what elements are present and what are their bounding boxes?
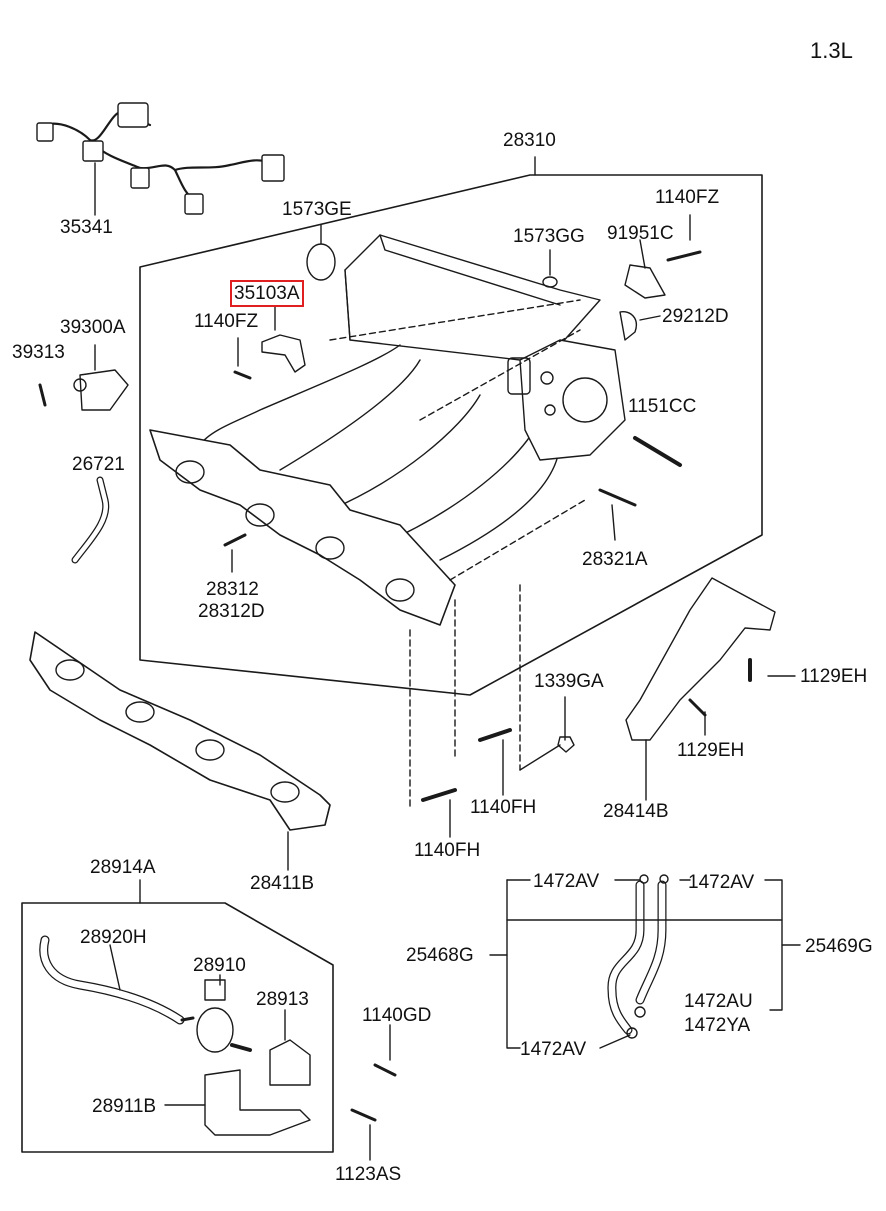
label-1339ga[interactable]: 1339GA (534, 671, 604, 692)
label-26721[interactable]: 26721 (72, 454, 125, 475)
label-28914a[interactable]: 28914A (90, 857, 156, 878)
label-1129eh-lower[interactable]: 1129EH (677, 740, 745, 761)
pcsv-box (21, 902, 334, 1153)
label-39300a[interactable]: 39300A (60, 317, 126, 338)
label-25469g[interactable]: 25469G (805, 936, 873, 957)
label-1140gd[interactable]: 1140GD (362, 1005, 432, 1026)
gasket (29, 631, 331, 871)
label-28321a[interactable]: 28321A (582, 549, 648, 570)
label-1472av-right[interactable]: 1472AV (688, 872, 755, 893)
label-1472au[interactable]: 1472AU (684, 991, 753, 1012)
label-91951c[interactable]: 91951C (607, 223, 674, 244)
label-28910[interactable]: 28910 (193, 955, 246, 976)
sensor-bracket (233, 306, 306, 380)
label-39313[interactable]: 39313 (12, 342, 65, 363)
label-1140fh-upper[interactable]: 1140FH (470, 797, 537, 818)
label-28414b[interactable]: 28414B (603, 801, 669, 822)
vacuum-hoses (489, 874, 801, 1049)
label-1472av-bottom[interactable]: 1472AV (520, 1039, 587, 1060)
label-35341[interactable]: 35341 (60, 217, 113, 238)
label-29212d[interactable]: 29212D (662, 306, 729, 327)
label-28312d[interactable]: 28312D (198, 601, 265, 622)
cap-1573ge (306, 243, 336, 281)
label-25468g[interactable]: 25468G (406, 945, 474, 966)
assembly-frame (139, 174, 763, 696)
intake-manifold (149, 234, 626, 626)
label-28911b[interactable]: 28911B (92, 1096, 157, 1117)
page-title: 1.3L (810, 38, 853, 63)
label-1472ya[interactable]: 1472YA (684, 1015, 751, 1036)
map-sensor (38, 344, 129, 411)
manifold-stay (625, 577, 796, 801)
label-1573gg[interactable]: 1573GG (513, 226, 585, 247)
label-1140fz-right[interactable]: 1140FZ (655, 187, 720, 208)
label-1140fh-lower[interactable]: 1140FH (414, 840, 481, 861)
label-1151cc[interactable]: 1151CC (628, 396, 697, 417)
label-28411b[interactable]: 28411B (250, 873, 315, 894)
wiring-harness (36, 102, 285, 216)
label-28913[interactable]: 28913 (256, 989, 309, 1010)
label-28312[interactable]: 28312 (206, 579, 259, 600)
label-1129eh-upper[interactable]: 1129EH (800, 666, 868, 687)
purge-valve (180, 974, 252, 1053)
label-28310[interactable]: 28310 (503, 130, 556, 151)
label-1123as[interactable]: 1123AS (335, 1164, 402, 1185)
label-1573ge[interactable]: 1573GE (282, 199, 352, 220)
label-1472av-left[interactable]: 1472AV (533, 871, 600, 892)
label-28920h[interactable]: 28920H (80, 927, 147, 948)
label-1140fz-left[interactable]: 1140FZ (194, 311, 259, 332)
label-35103a[interactable]: 35103A (230, 280, 304, 307)
